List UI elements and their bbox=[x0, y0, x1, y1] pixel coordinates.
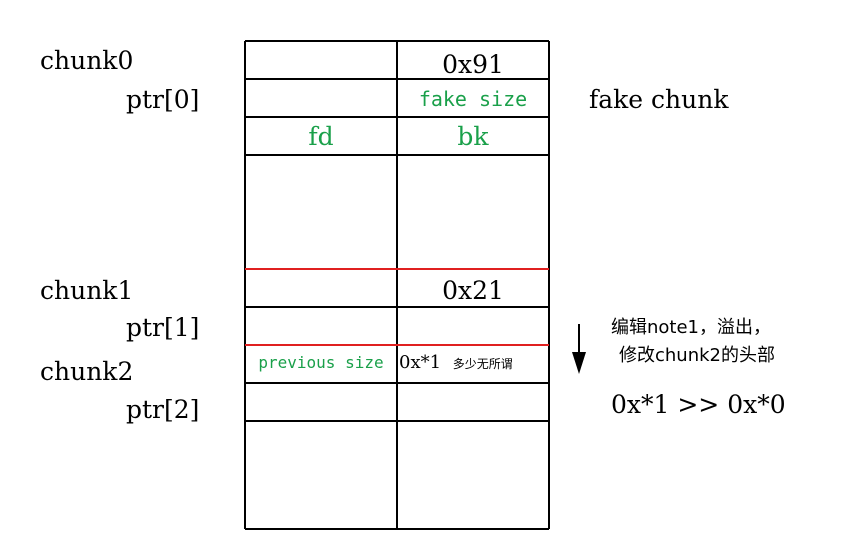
ptr2-label: ptr[2] bbox=[126, 395, 200, 424]
ptr0-label: ptr[0] bbox=[126, 85, 200, 114]
fake-size-value: fake size bbox=[418, 87, 528, 111]
bk-value: bk bbox=[457, 122, 489, 151]
edit-note-line2: 修改chunk2的头部 bbox=[619, 345, 775, 366]
chunk2-label: chunk2 bbox=[40, 357, 134, 386]
fake-chunk-label: fake chunk bbox=[589, 85, 729, 114]
size-transform-label: 0x*1 >> 0x*0 bbox=[611, 390, 786, 419]
previous-size-value: previous size bbox=[258, 353, 384, 372]
chunk1-label: chunk1 bbox=[40, 276, 134, 305]
ptr1-label: ptr[1] bbox=[126, 313, 200, 342]
down-arrow-icon bbox=[572, 324, 586, 374]
chunk2-size-value: 0x*1 多少无所谓 bbox=[399, 354, 549, 372]
chunk0-size-value: 0x91 bbox=[442, 50, 504, 79]
fd-value: fd bbox=[308, 122, 334, 151]
chunk0-label: chunk0 bbox=[40, 46, 134, 75]
chunk2-size-text: 0x*1 bbox=[399, 352, 442, 373]
chunk1-size-value: 0x21 bbox=[442, 276, 504, 305]
size-note-text: 多少无所谓 bbox=[452, 357, 513, 371]
edit-note-line1: 编辑note1，溢出， bbox=[611, 317, 772, 338]
